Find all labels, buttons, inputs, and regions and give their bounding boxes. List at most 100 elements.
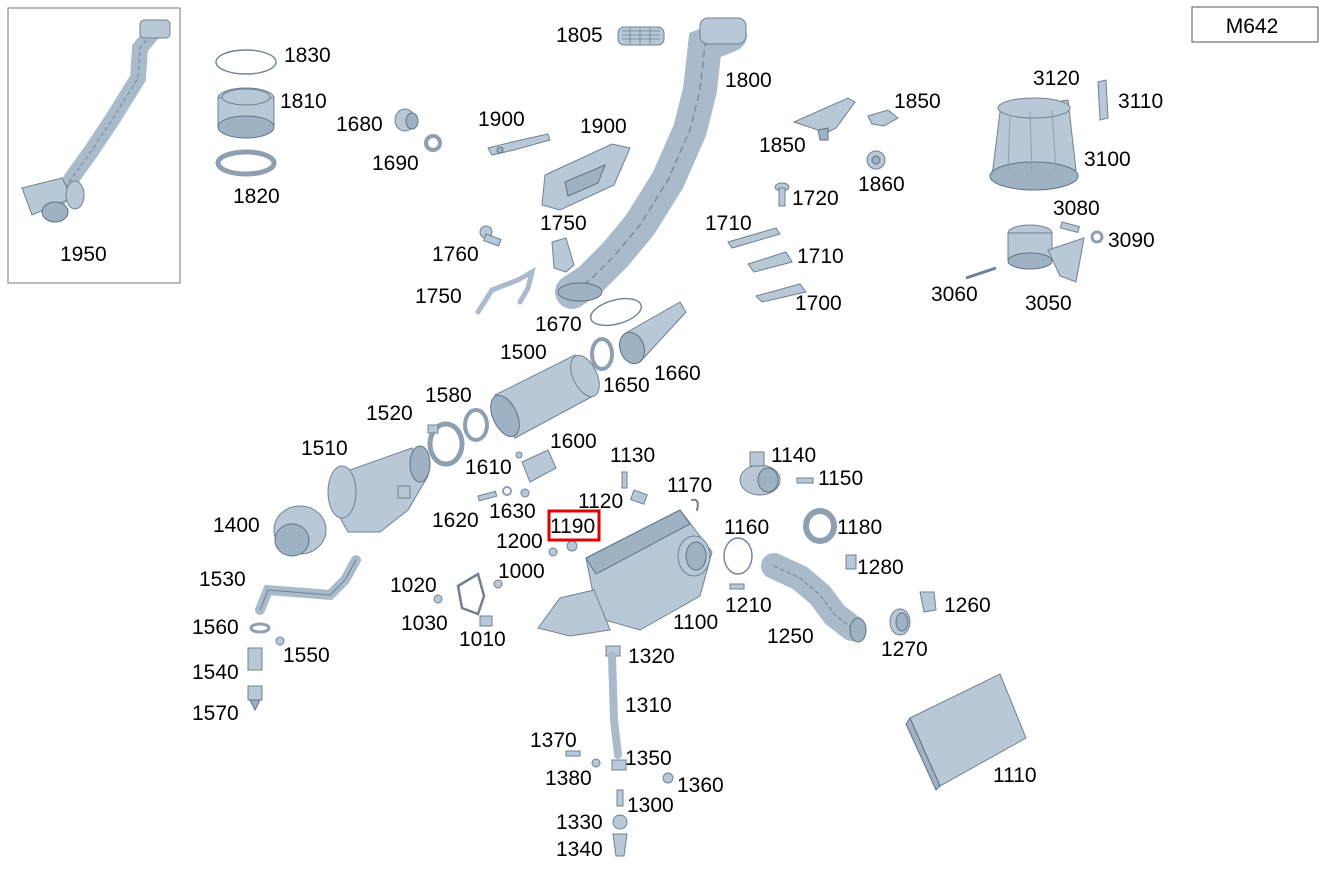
part-label[interactable]: 1810: [280, 90, 327, 113]
part-label[interactable]: 1610: [465, 456, 512, 479]
part-label[interactable]: 1850: [894, 90, 941, 113]
part-label[interactable]: 1210: [725, 594, 772, 617]
part-label[interactable]: 1630: [489, 500, 536, 523]
part-label[interactable]: 1520: [366, 402, 413, 425]
part-label[interactable]: 1140: [771, 444, 816, 467]
part-label[interactable]: 1550: [283, 644, 330, 667]
part-label[interactable]: 1200: [496, 530, 543, 553]
part-label[interactable]: 1350: [625, 747, 672, 770]
part-label[interactable]: 1690: [372, 152, 419, 175]
part-label[interactable]: 1360: [677, 774, 724, 797]
part-label[interactable]: 1310: [625, 694, 672, 717]
part-label[interactable]: 1570: [192, 702, 239, 725]
part-label[interactable]: 1280: [857, 556, 904, 579]
connector-1350: [611, 759, 627, 771]
part-label[interactable]: 1680: [336, 113, 383, 136]
part-label[interactable]: 1330: [556, 811, 603, 834]
part-label[interactable]: 1120: [578, 490, 623, 513]
part-label[interactable]: 3050: [1025, 292, 1072, 315]
part-label[interactable]: 1170: [667, 474, 712, 497]
valve-1540: [247, 647, 263, 671]
part-label[interactable]: 1710: [705, 212, 752, 235]
intake-funnel-1660: [618, 301, 687, 365]
air-filter-box-1100: [537, 509, 713, 637]
part-label[interactable]: 1150: [818, 467, 863, 490]
part-label[interactable]: 1260: [944, 594, 991, 617]
part-label[interactable]: 1370: [530, 729, 577, 752]
part-label[interactable]: 1750: [415, 285, 462, 308]
part-label[interactable]: 1670: [535, 313, 582, 336]
bracket-1710-lower: [747, 251, 793, 273]
sensor-1120: [629, 489, 648, 505]
seal-ring-1820: [215, 149, 277, 177]
part-label[interactable]: 1340: [556, 838, 603, 861]
part-label[interactable]: 1760: [432, 243, 479, 266]
part-label[interactable]: 1000: [498, 560, 545, 583]
bolt-1720: [774, 182, 790, 207]
part-label[interactable]: 1600: [550, 430, 597, 453]
bracket-1710-upper: [727, 227, 781, 249]
nut-1630b: [520, 488, 530, 498]
part-label[interactable]: 1320: [628, 645, 675, 668]
valve-1330: [612, 814, 628, 830]
part-label[interactable]: 1950: [60, 243, 107, 266]
part-label[interactable]: 1190: [550, 515, 595, 538]
part-label[interactable]: 1720: [792, 187, 839, 210]
part-label[interactable]: 3120: [1033, 67, 1080, 90]
part-label[interactable]: 1620: [432, 509, 479, 532]
part-label[interactable]: 1900: [580, 115, 627, 138]
part-label[interactable]: 1800: [725, 69, 772, 92]
drain-hose-1530: [255, 555, 361, 615]
part-label[interactable]: 3090: [1108, 229, 1155, 252]
part-label[interactable]: 1400: [213, 514, 260, 537]
bolt-1620: [477, 490, 498, 502]
bracket-1850-right: [867, 109, 899, 127]
bracket-1600: [521, 449, 557, 483]
part-label[interactable]: 1300: [627, 794, 674, 817]
part-label[interactable]: 1650: [603, 374, 650, 397]
part-label[interactable]: 1020: [390, 574, 437, 597]
part-label[interactable]: 3100: [1084, 148, 1131, 171]
part-label[interactable]: 1530: [199, 568, 246, 591]
part-label[interactable]: 1380: [545, 767, 592, 790]
grommet-1610: [515, 451, 523, 459]
part-label[interactable]: 1500: [500, 341, 547, 364]
grommet-1550: [275, 636, 285, 646]
part-label[interactable]: 1010: [459, 628, 506, 651]
part-label[interactable]: 1860: [858, 173, 905, 196]
plug-1570: [247, 685, 263, 712]
part-label[interactable]: 1110: [993, 764, 1037, 787]
part-label[interactable]: 1100: [673, 611, 718, 634]
part-label[interactable]: 1510: [301, 437, 348, 460]
part-label[interactable]: 1130: [610, 444, 655, 467]
part-label[interactable]: 1540: [192, 661, 239, 684]
part-label[interactable]: 1250: [767, 625, 814, 648]
part-label[interactable]: 1580: [425, 384, 472, 407]
part-label[interactable]: 1750: [540, 212, 587, 235]
part-label[interactable]: 1820: [233, 185, 280, 208]
part-label[interactable]: 1700: [795, 292, 842, 315]
grommet-1360: [662, 772, 674, 784]
bracket-1850-left: [792, 97, 856, 141]
part-label[interactable]: 1805: [556, 24, 603, 47]
part-label[interactable]: 1900: [478, 108, 525, 131]
part-label[interactable]: 1030: [401, 612, 448, 635]
part-label[interactable]: 3060: [931, 283, 978, 306]
part-label[interactable]: 1160: [724, 516, 769, 539]
part-label[interactable]: 1180: [837, 516, 882, 539]
air-intake-snorkel-inset-illustration: [21, 19, 171, 223]
part-label[interactable]: 1710: [797, 245, 844, 268]
clamp-1560: [249, 622, 271, 634]
part-label[interactable]: 3080: [1053, 197, 1100, 220]
bracket-1900-small: [487, 133, 551, 156]
bolt-1210: [729, 583, 745, 590]
part-label[interactable]: 1560: [192, 616, 239, 639]
screw-1370: [565, 750, 581, 757]
part-label[interactable]: 1660: [654, 362, 701, 385]
part-label[interactable]: 1850: [759, 134, 806, 157]
intake-snorkel-1800: [555, 17, 747, 309]
part-label[interactable]: 3110: [1118, 90, 1163, 113]
part-label[interactable]: 1270: [881, 638, 928, 661]
part-label[interactable]: 1830: [284, 44, 331, 67]
